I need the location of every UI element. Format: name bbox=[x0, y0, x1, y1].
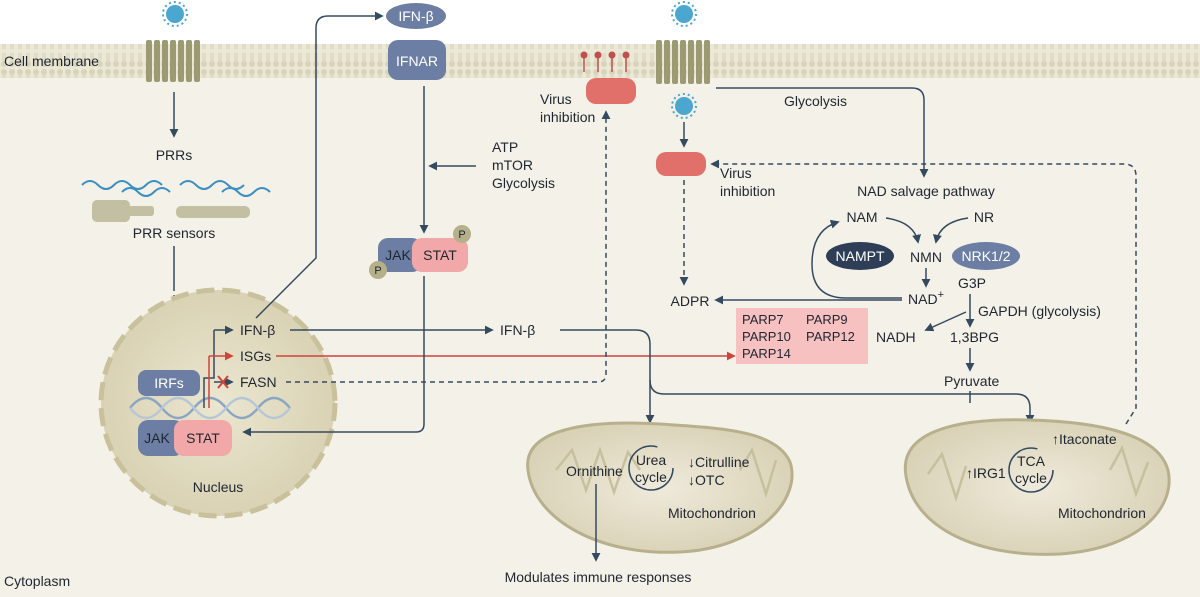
nrk-label: NRK1/2 bbox=[961, 248, 1010, 264]
mitochondrion-2 bbox=[903, 418, 1171, 556]
pyruvate-label: Pyruvate bbox=[944, 373, 999, 389]
metabolic-atp: ATP bbox=[492, 139, 518, 155]
adpr-label: ADPR bbox=[671, 293, 710, 309]
cytosolic-antiviral-protein bbox=[656, 152, 706, 176]
tca-cycle-line2: cycle bbox=[1015, 470, 1047, 486]
urea-cycle-line2: cycle bbox=[635, 469, 667, 485]
virus-inhibition-1-line2: inhibition bbox=[540, 109, 595, 125]
metabolic-mtor: mTOR bbox=[492, 157, 533, 173]
irfs-box: IRFs bbox=[138, 370, 200, 396]
g3p-label: G3P bbox=[958, 275, 986, 291]
parp10: PARP10 bbox=[742, 329, 791, 344]
prr-sensors-label: PRR sensors bbox=[133, 225, 215, 241]
cytoplasmic-jak-stat: JAK STAT P P bbox=[369, 225, 471, 279]
nampt-enzyme: NAMPT bbox=[826, 242, 894, 270]
prr-receptor bbox=[146, 40, 200, 82]
membrane-antiviral-protein bbox=[580, 51, 636, 104]
virus-icon-2 bbox=[671, 1, 697, 27]
parp-box: PARP7 PARP9 PARP10 PARP12 PARP14 bbox=[736, 308, 868, 364]
immune-output-label: Modulates immune responses bbox=[505, 569, 692, 585]
irfs-label: IRFs bbox=[154, 375, 184, 391]
irg1-label: ↑IRG1 bbox=[966, 465, 1006, 481]
rna-strands bbox=[81, 180, 271, 197]
nad-salvage-label: NAD salvage pathway bbox=[857, 183, 995, 199]
virus-icon-3 bbox=[671, 93, 697, 119]
nuclear-envelope bbox=[98, 287, 338, 519]
urea-cycle-ring bbox=[628, 445, 674, 491]
gene-fasn-label: FASN bbox=[240, 374, 277, 390]
nr-label: NR bbox=[974, 209, 994, 225]
nam-label: NAM bbox=[846, 209, 877, 225]
ifnb-ligand: IFN-β bbox=[386, 3, 446, 29]
nrk-enzyme: NRK1/2 bbox=[952, 242, 1020, 270]
glucose-transporter bbox=[656, 40, 710, 84]
ligand-ifnb-label: IFN-β bbox=[398, 8, 433, 24]
nampt-label: NAMPT bbox=[836, 248, 885, 264]
prr-sensor-shapes bbox=[92, 200, 250, 222]
cyto-stat-label: STAT bbox=[423, 247, 457, 263]
urea-cycle-line1: Urea bbox=[636, 452, 667, 468]
metabolic-glycolysis: Glycolysis bbox=[492, 175, 555, 191]
bpg-label: 1,3BPG bbox=[950, 329, 999, 345]
stat-label: STAT bbox=[186, 430, 220, 446]
dna-icon bbox=[129, 396, 291, 420]
gapdh-label: GAPDH (glycolysis) bbox=[978, 303, 1101, 319]
mito2-label: Mitochondrion bbox=[1058, 505, 1146, 521]
extracellular-space bbox=[0, 0, 1200, 44]
parp12: PARP12 bbox=[806, 329, 855, 344]
nad-label: NAD+ bbox=[908, 289, 944, 307]
virus-inhibition-2-line2: inhibition bbox=[720, 183, 775, 199]
nuclear-jak-stat: JAK STAT bbox=[138, 420, 232, 456]
cyto-jak-label: JAK bbox=[385, 247, 411, 263]
ifnar-receptor: IFNAR bbox=[388, 40, 446, 80]
nucleus-label: Nucleus bbox=[193, 479, 244, 495]
cytoplasm-label: Cytoplasm bbox=[4, 573, 70, 589]
ornithine-label: Ornithine bbox=[566, 463, 623, 479]
tca-cycle-ring bbox=[1008, 447, 1054, 493]
gene-isgs-label: ISGs bbox=[240, 348, 271, 364]
nadh-label: NADH bbox=[876, 329, 916, 345]
tca-cycle-line1: TCA bbox=[1017, 453, 1046, 469]
gene-ifnb-label: IFN-β bbox=[240, 322, 275, 338]
jak-label: JAK bbox=[144, 430, 170, 446]
parp9: PARP9 bbox=[806, 312, 848, 327]
nucleus bbox=[101, 290, 335, 516]
mito1-label: Mitochondrion bbox=[668, 505, 756, 521]
virus-inhibition-2-line1: Virus bbox=[720, 165, 752, 181]
cell-membrane-label: Cell membrane bbox=[4, 53, 99, 69]
inhibit-cross-icon bbox=[217, 375, 229, 389]
phospho-2: P bbox=[374, 265, 381, 277]
itaconate-label: ↑Itaconate bbox=[1052, 431, 1117, 447]
ifnar-label: IFNAR bbox=[396, 53, 438, 69]
parp14: PARP14 bbox=[742, 346, 791, 361]
secreted-ifnb-label: IFN-β bbox=[500, 322, 535, 338]
parp7: PARP7 bbox=[742, 312, 784, 327]
prrs-label: PRRs bbox=[156, 147, 193, 163]
phospho-1: P bbox=[458, 229, 465, 241]
glycolysis-label: Glycolysis bbox=[784, 93, 847, 109]
virus-inhibition-1-line1: Virus bbox=[540, 91, 572, 107]
citrulline-label: ↓Citrulline bbox=[688, 454, 750, 470]
nmn-label: NMN bbox=[910, 249, 942, 265]
otc-label: ↓OTC bbox=[688, 472, 725, 488]
virus-icon bbox=[162, 1, 188, 27]
